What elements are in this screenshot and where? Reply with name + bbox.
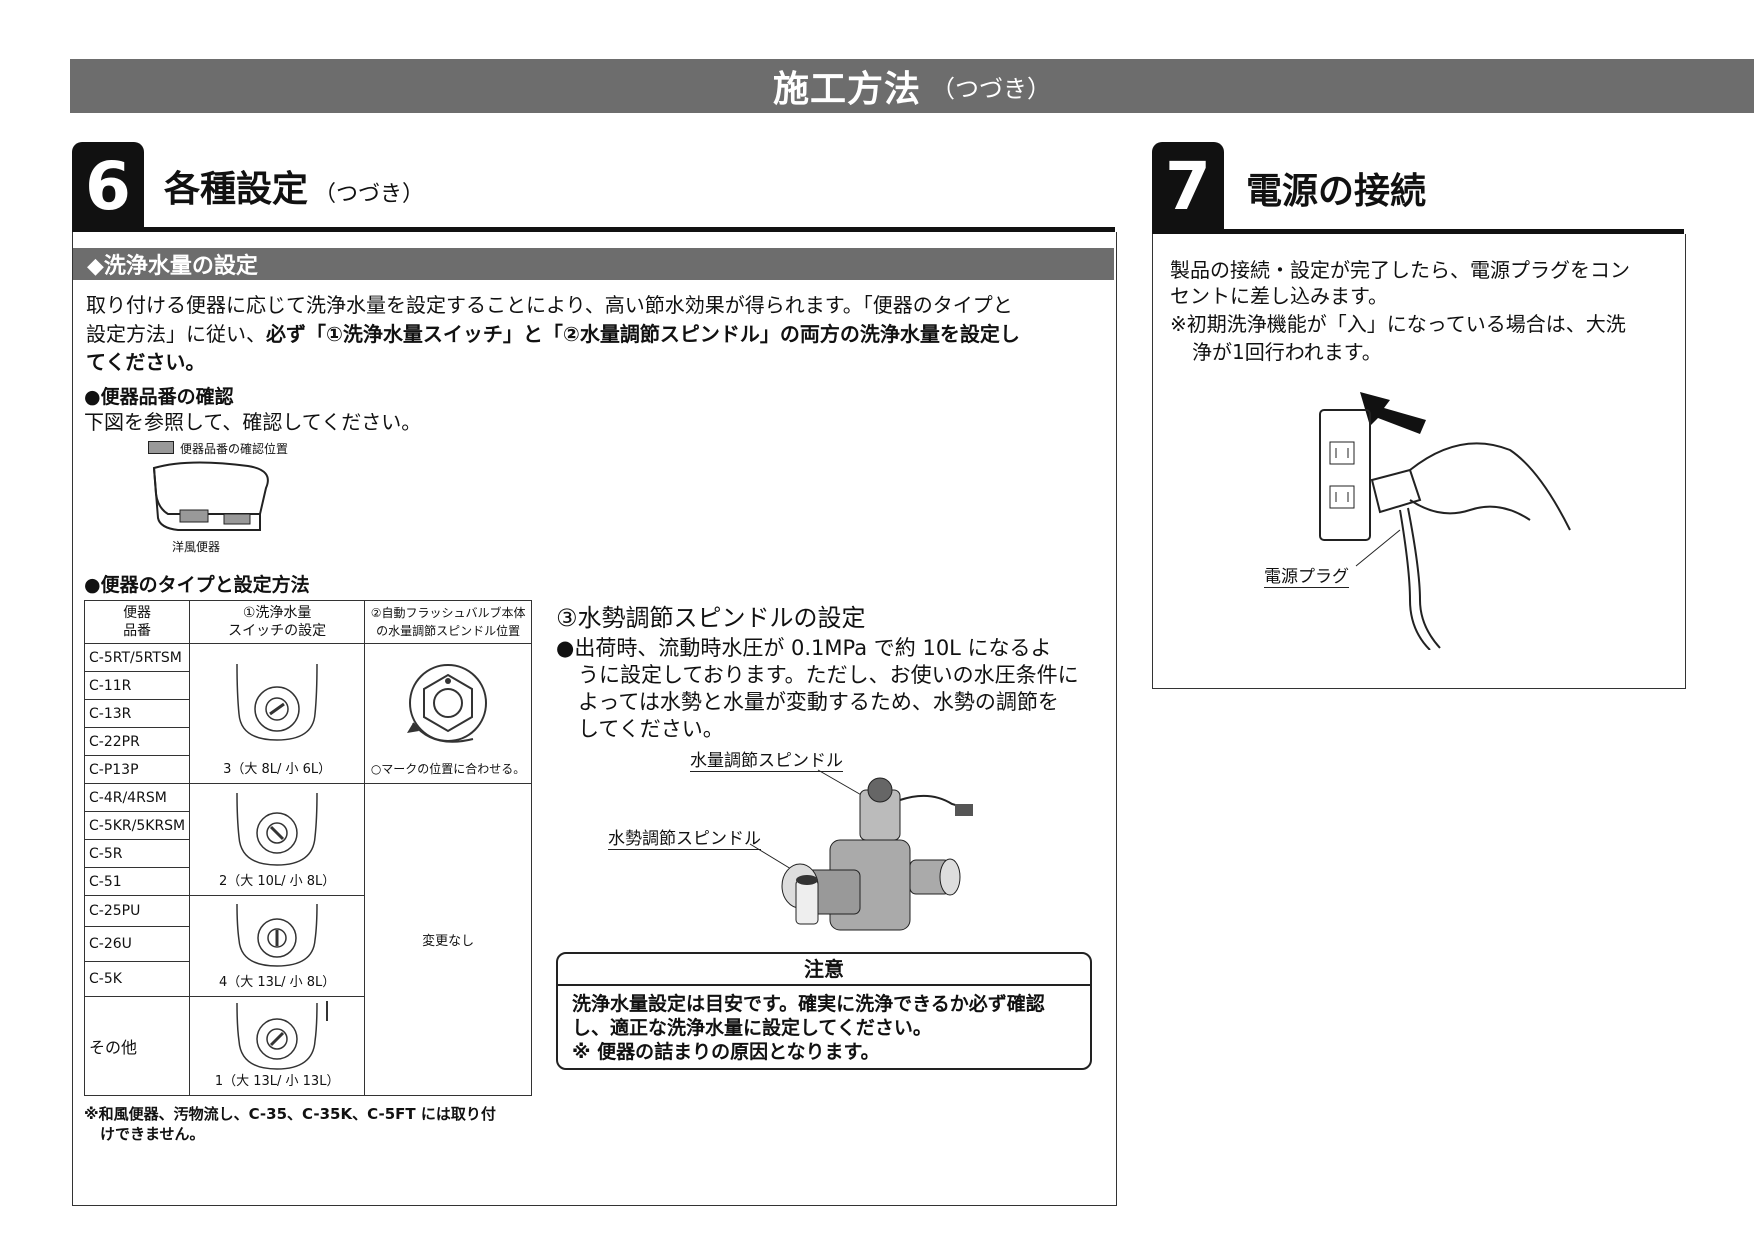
no-change-text: 変更なし — [422, 934, 475, 949]
insert-arrow-icon — [1360, 392, 1426, 434]
page-header-bar: 施工方法 （つづき） — [70, 59, 1754, 113]
section7-text-line1: 製品の接続・設定が完了したら、電源プラグをコン — [1170, 258, 1630, 282]
footnote-line2: けできません。 — [100, 1125, 205, 1143]
switch-setting-group2: 2（大 10L/ 小 8L） — [218, 874, 336, 889]
notice-body: 洗浄水量設定は目安です。確実に洗浄できるか必ず確認 し、適正な洗浄水量に設定して… — [558, 986, 1090, 1070]
section7-note-line2: 浄が1回行われます。 — [1192, 340, 1382, 364]
table-row: C-P13P — [83, 755, 191, 784]
switch-setting-group4: 1（大 13L/ 小 13L） — [214, 1074, 340, 1089]
check-text: 下図を参照して、確認してください。 — [84, 410, 422, 434]
section7-text-line2: セントに差し込みます。 — [1170, 284, 1388, 308]
settings-table: 便器品番 ①洗浄水量スイッチの設定 ②自動フラッシュバルブ本体の水量調節スピンド… — [83, 600, 532, 1096]
spindle-text-line4: してください。 — [578, 717, 724, 741]
head-col2: ①洗浄水量スイッチの設定 — [189, 600, 366, 644]
no-change-cell: 変更なし — [364, 783, 532, 1096]
section6-rule — [72, 227, 1115, 232]
legend-swatch — [148, 441, 174, 454]
spindle-dial-icon — [407, 663, 488, 743]
table-row: C-5K — [83, 961, 191, 997]
intro-line1: 取り付ける便器に応じて洗浄水量を設定することにより、高い節水効果が得られます。「… — [86, 293, 1013, 317]
toilet-label: 洋風便器 — [172, 540, 221, 554]
switch-cell-group1: 3（大 8L/ 小 6L） — [189, 643, 366, 784]
dial-icon — [236, 1001, 329, 1070]
legend-label: 便器品番の確認位置 — [180, 442, 289, 456]
switch-cell-group2: 2（大 10L/ 小 8L） — [189, 783, 366, 896]
notice-box: 注意 洗浄水量設定は目安です。確実に洗浄できるか必ず確認 し、適正な洗浄水量に設… — [556, 952, 1092, 1070]
intro-line2-normal: 設定方法」に従い、 — [86, 322, 266, 346]
intro-line2-bold: 必ず「①洗浄水量スイッチ」と「②水量調節スピンドル」の両方の洗浄水量を設定し — [266, 322, 1020, 346]
spindle-text-line2: うに設定しております。ただし、お使いの水圧条件に — [578, 663, 1079, 687]
switch-setting-group1: 3（大 8L/ 小 6L） — [223, 762, 332, 777]
table-row: C-5KR/5KRSM — [83, 811, 191, 840]
section7-note-line1: ※初期洗浄機能が「入」になっている場合は、大洗 — [1170, 312, 1626, 336]
water-volume-bar: ◆洗浄水量の設定 — [73, 248, 1114, 280]
section6-subtitle: （つづき） — [314, 182, 425, 207]
table-row: C-25PU — [83, 895, 191, 927]
notice-line2: し、適正な洗浄水量に設定してください。 — [572, 1017, 932, 1039]
section7-panel — [1152, 234, 1686, 689]
switch-setting-group3: 4（大 13L/ 小 8L） — [218, 975, 336, 990]
volume-spindle-label: 水量調節スピンドル — [690, 746, 843, 772]
spindle-cell-group1: ○マークの位置に合わせる。 — [364, 643, 532, 784]
valve-illustration — [749, 769, 973, 931]
toilet-illustration — [152, 461, 269, 531]
dial-icon — [236, 792, 318, 866]
notice-line3: ※ 便器の詰まりの原因となります。 — [572, 1041, 880, 1063]
table-row: C-51 — [83, 867, 191, 896]
intro-line3: てください。 — [86, 350, 206, 374]
switch-cell-group4: 1（大 13L/ 小 13L） — [189, 996, 366, 1096]
plug-label: 電源プラグ — [1264, 562, 1349, 588]
dial-icon — [236, 903, 318, 967]
switch-cell-group3: 4（大 13L/ 小 8L） — [189, 895, 366, 997]
notice-title: 注意 — [558, 954, 1090, 986]
spindle-text-line3: よっては水勢と水量が変動するため、水勢の調節を — [578, 690, 1059, 714]
spindle-text-line1: ●出荷時、流動時水圧が 0.1MPa で約 10L になるよ — [556, 636, 1052, 660]
section6-title-text: 各種設定 — [164, 169, 309, 210]
force-spindle-label: 水勢調節スピンドル — [608, 824, 761, 850]
intro-line2: 設定方法」に従い、必ず「①洗浄水量スイッチ」と「②水量調節スピンドル」の両方の洗… — [86, 320, 1020, 348]
type-heading: ●便器のタイプと設定方法 — [84, 574, 310, 596]
table-row: C-5RT/5RTSM — [83, 643, 191, 672]
section7-number: 7 — [1152, 142, 1224, 230]
footnote-line1: ※和風便器、汚物流し、C-35、C-35K、C-5FT には取り付 — [84, 1105, 496, 1123]
plug-illustration — [1319, 392, 1571, 650]
spindle-heading: ③水勢調節スピンドルの設定 — [556, 604, 866, 632]
table-row: その他 — [83, 996, 191, 1096]
table-row: C-5R — [83, 839, 191, 868]
page-title: 施工方法 — [772, 69, 921, 110]
section7-rule — [1152, 229, 1684, 234]
table-row: C-13R — [83, 699, 191, 728]
check-heading: ●便器品番の確認 — [84, 386, 234, 408]
table-row: C-4R/4RSM — [83, 783, 191, 812]
section7-title: 電源の接続 — [1246, 171, 1427, 212]
section6-title: 各種設定（つづき） — [164, 160, 424, 212]
table-row: C-11R — [83, 671, 191, 700]
page-subtitle: （つづき） — [931, 74, 1051, 103]
notice-line1: 洗浄水量設定は目安です。確実に洗浄できるか必ず確認 — [572, 993, 1045, 1015]
head-col3: ②自動フラッシュバルブ本体の水量調節スピンドル位置 — [364, 600, 532, 644]
dial-icon — [236, 663, 318, 741]
spindle-instruction: ○マークの位置に合わせる。 — [370, 762, 526, 776]
head-col1: 便器品番 — [83, 600, 191, 644]
table-row: C-22PR — [83, 727, 191, 756]
section6-number: 6 — [72, 142, 144, 230]
table-row: C-26U — [83, 926, 191, 962]
